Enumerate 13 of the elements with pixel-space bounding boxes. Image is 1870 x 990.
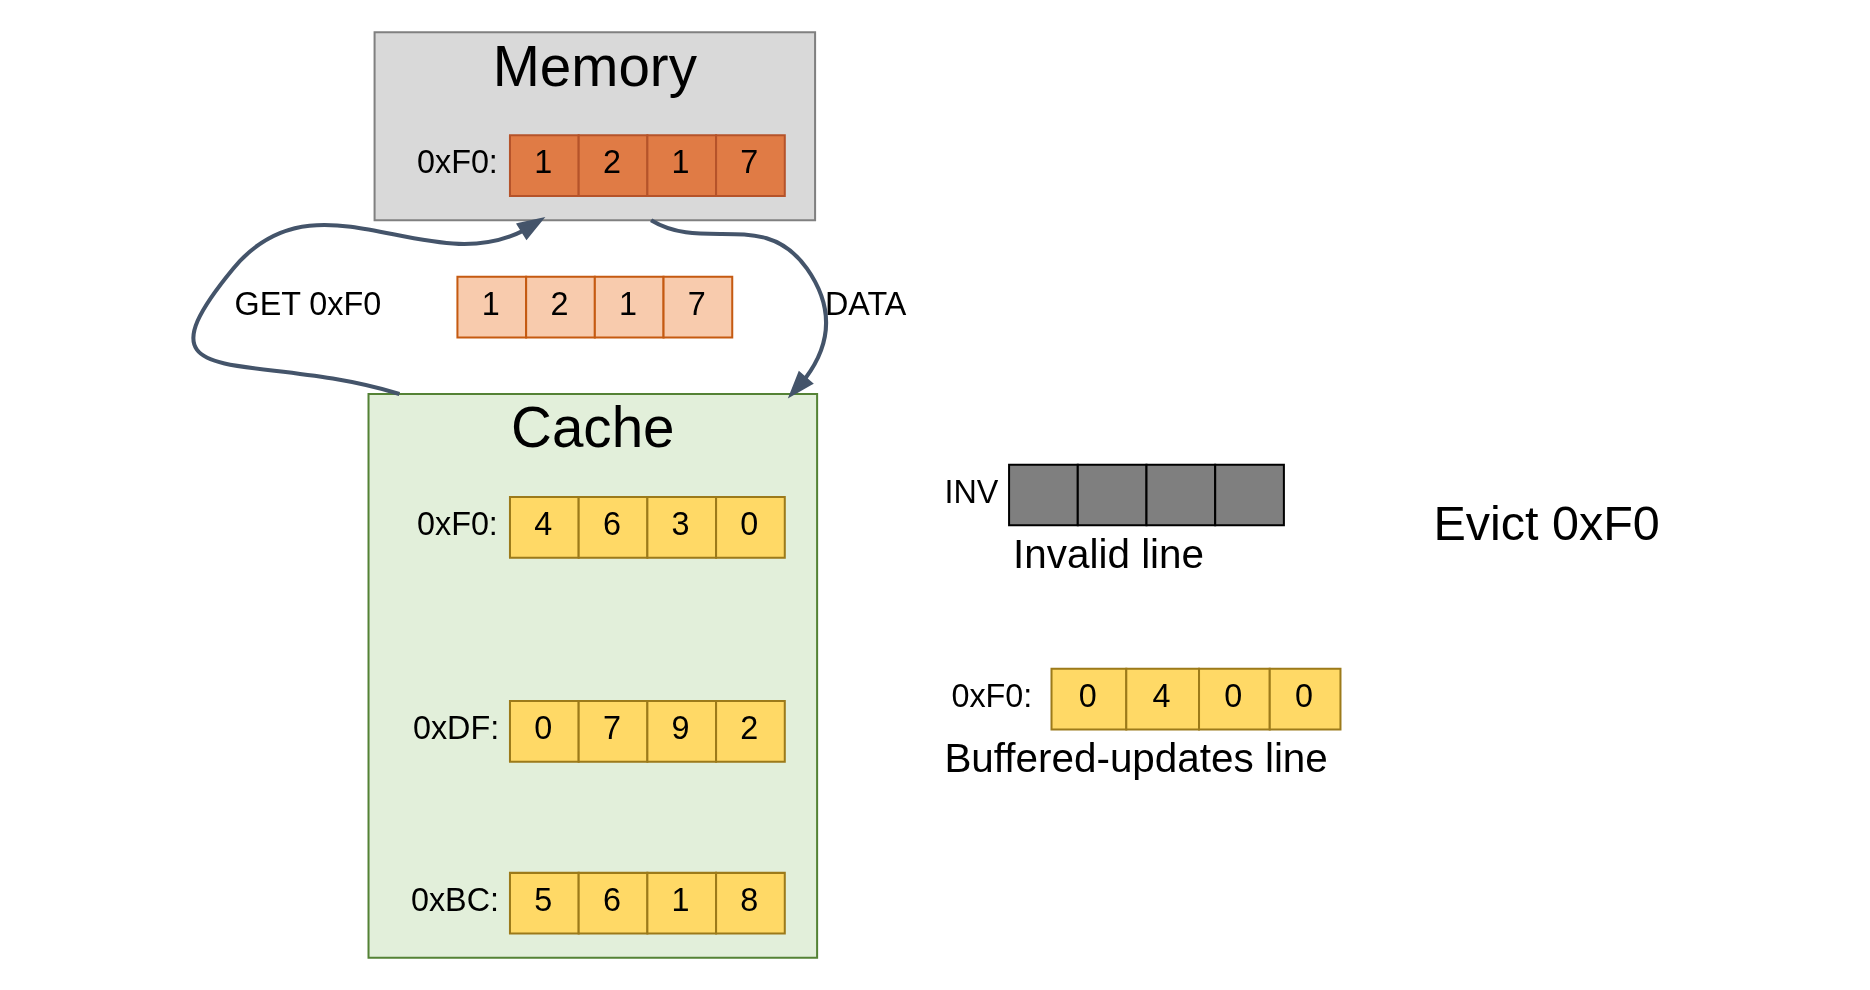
edge-label: DATA xyxy=(824,285,907,322)
edge-label: GET 0xF0 xyxy=(234,285,382,322)
node-label: 0xDF: xyxy=(412,710,500,747)
label: Evict 0xF0 xyxy=(1433,495,1660,550)
node-label: 0xF0: xyxy=(417,144,498,181)
node-label: Buffered-updates line xyxy=(944,734,1328,781)
node-label: 0xF0: xyxy=(951,677,1033,714)
node-label: INV xyxy=(944,473,999,510)
node-label: 0xBC: xyxy=(410,881,499,918)
arrow xyxy=(191,216,546,396)
arrow xyxy=(650,218,828,399)
node-label: Invalid line xyxy=(1013,530,1205,577)
node-label: 0xF0: xyxy=(417,506,498,543)
